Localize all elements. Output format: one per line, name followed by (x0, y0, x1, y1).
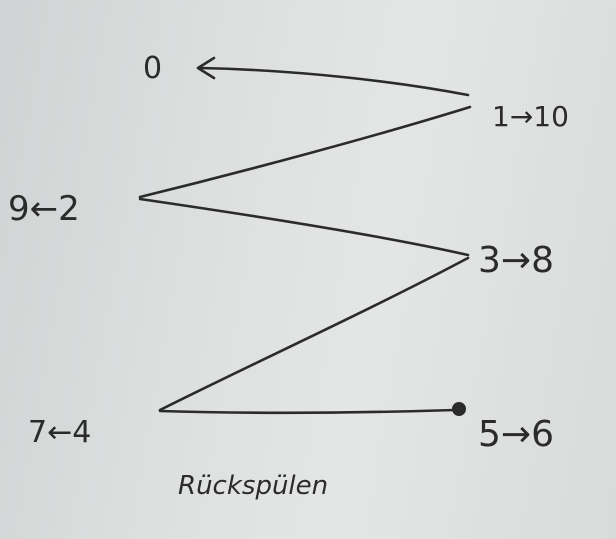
node-label-4: 7←4 (28, 415, 91, 450)
edge-3-to-4 (158, 256, 470, 412)
edge-1-to-2 (138, 105, 472, 199)
node-label-3: 3→8 (478, 240, 554, 281)
node-label-0: 0 (143, 51, 162, 86)
edge-1-to-0-arrowhead (196, 56, 216, 80)
diagram-caption: Rückspülen (178, 471, 328, 501)
node-label-2: 9←2 (8, 189, 80, 229)
edge-4-to-5 (158, 408, 457, 415)
node-label-1: 1→10 (492, 100, 569, 133)
node-label-5: 5→6 (478, 414, 554, 455)
edge-1-to-0 (198, 66, 470, 97)
start-dot-marker (452, 402, 466, 416)
edge-2-to-3 (138, 197, 470, 257)
